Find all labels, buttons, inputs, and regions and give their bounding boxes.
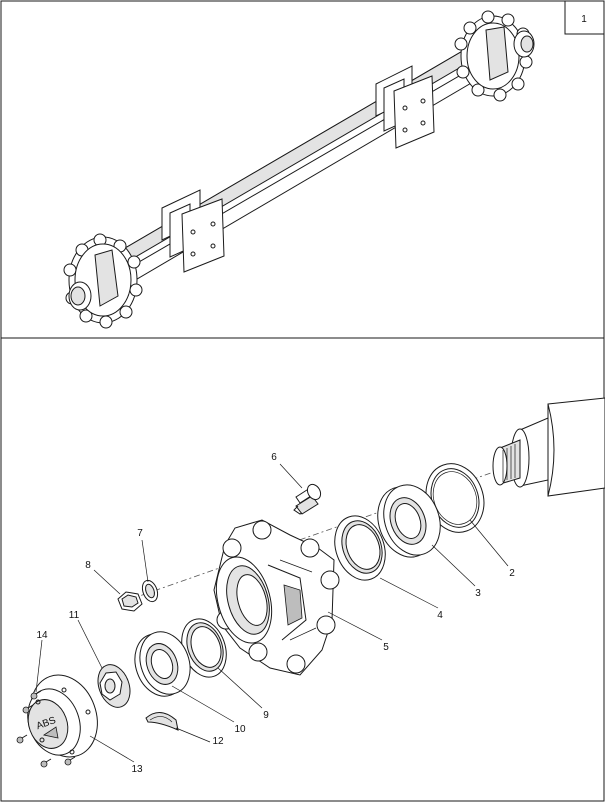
part-inner-bearing bbox=[377, 484, 441, 558]
axle-assembly bbox=[63, 10, 535, 329]
part-castle-nut bbox=[97, 664, 131, 708]
axle-stub bbox=[492, 397, 605, 497]
callout-3: 3 bbox=[475, 588, 481, 599]
hub-flange-right bbox=[454, 10, 535, 102]
part-wheel-stud bbox=[293, 483, 322, 515]
hub-flange-left bbox=[63, 233, 143, 329]
part-cap-screws bbox=[16, 690, 76, 768]
leader-lines bbox=[35, 463, 509, 763]
callout-7: 7 bbox=[137, 528, 143, 539]
part-hub bbox=[213, 519, 340, 676]
part-outer-bearing bbox=[134, 631, 191, 697]
part-seal-ring bbox=[425, 463, 485, 533]
part-bearing-cup bbox=[334, 515, 386, 581]
part-split-pin bbox=[145, 712, 179, 731]
callout-13: 13 bbox=[131, 764, 143, 775]
callout-8: 8 bbox=[85, 560, 91, 571]
part-washer bbox=[141, 579, 159, 603]
callout-5: 5 bbox=[383, 642, 389, 653]
callout-14: 14 bbox=[36, 630, 48, 641]
callout-2: 2 bbox=[509, 568, 515, 579]
part-nut bbox=[117, 591, 143, 612]
part-grease-seal bbox=[181, 618, 227, 678]
part-hub-cap: ABS bbox=[27, 674, 98, 758]
callout-10: 10 bbox=[234, 724, 246, 735]
callout-9: 9 bbox=[263, 710, 269, 721]
callout-12: 12 bbox=[212, 736, 224, 747]
callout-6: 6 bbox=[271, 452, 277, 463]
callout-4: 4 bbox=[437, 610, 443, 621]
bottom-panel-frame bbox=[0, 337, 605, 802]
spring-plate-right bbox=[393, 75, 435, 149]
callout-labels: 2 3 4 5 6 7 8 9 10 11 12 13 14 bbox=[36, 452, 515, 775]
callout-11: 11 bbox=[69, 610, 80, 621]
spring-plate-left bbox=[181, 198, 225, 273]
figure-number: 1 bbox=[581, 14, 587, 25]
figure-number-box bbox=[564, 0, 605, 35]
